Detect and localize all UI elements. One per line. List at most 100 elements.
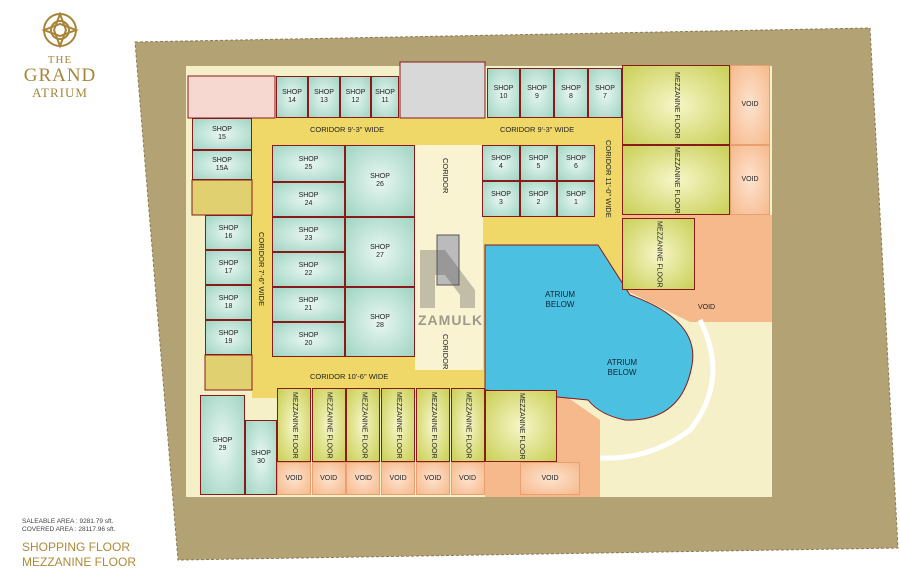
shop-number: 23 (304, 234, 313, 242)
shop-type: SHOP (491, 191, 511, 198)
shop-type: SHOP (251, 449, 271, 457)
corridor-label: CORIDOR 7'-6" WIDE (257, 232, 266, 307)
shop-type: SHOP (218, 294, 239, 302)
corridor-label: CORIDOR 10'-6" WIDE (310, 372, 389, 381)
mezzanine-label: MEZZANINE FLOOR (655, 220, 663, 288)
shop-type: SHOP (595, 85, 615, 92)
stairs-left-lower (204, 354, 253, 391)
mezzanine-label: MEZZANINE FLOOR (325, 391, 333, 459)
shop-type: SHOP (528, 191, 549, 198)
shop-number: 18 (224, 302, 233, 310)
shop-type: SHOP (345, 89, 366, 96)
toilets (187, 75, 276, 119)
mezzanine-floor: MEZZANINE FLOOR (277, 388, 311, 462)
covered-area: COVERED AREA : 28117.96 sft. (22, 526, 116, 533)
shop-type: SHOP (491, 155, 511, 162)
shop-number: 30 (257, 457, 265, 465)
logo-the: THE (47, 54, 73, 66)
shop-type: SHOP (566, 191, 586, 198)
shop-number: 7 (603, 93, 607, 100)
shop-type: SHOP (375, 89, 395, 96)
shop-type: SHOP (528, 155, 549, 162)
corridor-label: CORIDOR 11'-0" WIDE (604, 140, 613, 218)
shop-number: 3 (499, 199, 503, 206)
void-label: VOID (320, 474, 338, 482)
corridor-label: CORIDOR (441, 158, 450, 194)
mezzanine-label: MEZZANINE FLOOR (291, 391, 298, 459)
void: VOID (730, 145, 770, 215)
corridor-label: CORIDOR 9'-3" WIDE (500, 125, 575, 134)
mezzanine-floor: MEZZANINE FLOOR (415, 388, 450, 462)
shop-number: 20 (304, 339, 313, 347)
shop-number: 12 (351, 97, 360, 104)
mezzanine-label: MEZZANINE FLOOR (673, 71, 680, 139)
mezzanine-label: MEZZANINE FLOOR (360, 391, 368, 459)
shop-number: 10 (499, 93, 508, 100)
void-label: VOID (424, 474, 442, 482)
shop-number: 9 (535, 93, 539, 100)
shop-number: 29 (218, 445, 227, 452)
shop-number: 16 (224, 232, 233, 240)
logo: THE GRAND ATRIUM (10, 10, 110, 101)
shop-number: 1 (574, 199, 578, 206)
void: VOID (277, 462, 311, 495)
lift-stairs (399, 61, 486, 119)
shop-type: SHOP (561, 85, 581, 92)
void-label: VOID (741, 101, 759, 108)
shop-number: 15 (218, 134, 226, 141)
void: VOID (346, 462, 381, 495)
corridor-label: CORIDOR 9'-3" WIDE (310, 125, 385, 134)
escalator (436, 234, 460, 286)
void-label: VOID (354, 474, 372, 482)
atrium-label: ATRIUM BELOW (606, 358, 638, 377)
shop-number: 5 (536, 163, 541, 170)
void-label: VOID (741, 176, 759, 183)
shop-number: 14 (288, 97, 296, 104)
shop-type: SHOP (370, 244, 390, 251)
atrium-label: ATRIUM BELOW (544, 290, 576, 309)
floor-title-shopping: SHOPPING FLOOR (22, 540, 131, 554)
mezzanine-label: MEZZANINE FLOOR (518, 392, 525, 460)
shop-number: 24 (304, 199, 313, 207)
void: VOID (450, 462, 485, 495)
shop-number: 25 (304, 163, 313, 171)
area-summary: SALEABLE AREA : 9281.79 sft. COVERED ARE… (22, 518, 115, 534)
shop-type: SHOP (218, 224, 239, 232)
mezzanine-label: MEZZANINE FLOOR (673, 146, 680, 214)
shop-type: SHOP (298, 261, 319, 269)
shop-type: SHOP (282, 89, 302, 96)
logo-atrium: ATRIUM (32, 85, 88, 100)
shop-type: SHOP (212, 437, 233, 444)
void-label: VOID (389, 474, 407, 482)
